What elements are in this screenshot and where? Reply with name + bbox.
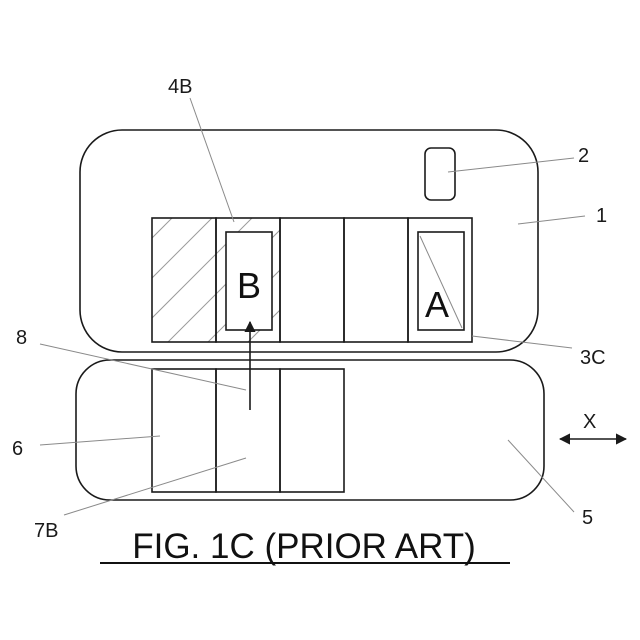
leader-lines xyxy=(40,98,585,515)
label-x: X xyxy=(583,411,596,433)
leader-5 xyxy=(508,440,574,512)
leader-2 xyxy=(448,158,574,172)
lower-cell-strip xyxy=(152,369,344,492)
label-3c: 3C xyxy=(580,347,606,369)
letter-b: B xyxy=(237,265,261,306)
label-7b: 7B xyxy=(34,520,58,542)
lower-cell-3 xyxy=(280,369,344,492)
label-8: 8 xyxy=(16,327,27,349)
lower-cell-2 xyxy=(216,369,280,492)
upper-cell-4 xyxy=(344,218,408,342)
label-6: 6 xyxy=(12,438,23,460)
upper-cell-1 xyxy=(152,218,216,342)
lower-carrier-5 xyxy=(76,360,544,500)
label-1: 1 xyxy=(596,205,607,227)
upper-carrier-1 xyxy=(80,130,538,352)
leader-3c xyxy=(472,336,572,348)
leader-8 xyxy=(40,344,246,390)
figure-caption: FIG. 1C (PRIOR ART) xyxy=(132,527,476,566)
leader-6 xyxy=(40,436,160,445)
leader-4b xyxy=(190,98,234,222)
label-4b: 4B xyxy=(168,76,192,98)
leader-7b xyxy=(64,458,246,515)
lower-cell-1 xyxy=(152,369,216,492)
letter-a: A xyxy=(425,284,449,325)
label-5: 5 xyxy=(582,507,593,529)
label-2: 2 xyxy=(578,145,589,167)
leader-1 xyxy=(518,216,585,224)
window-2 xyxy=(425,148,455,200)
upper-cell-3 xyxy=(280,218,344,342)
